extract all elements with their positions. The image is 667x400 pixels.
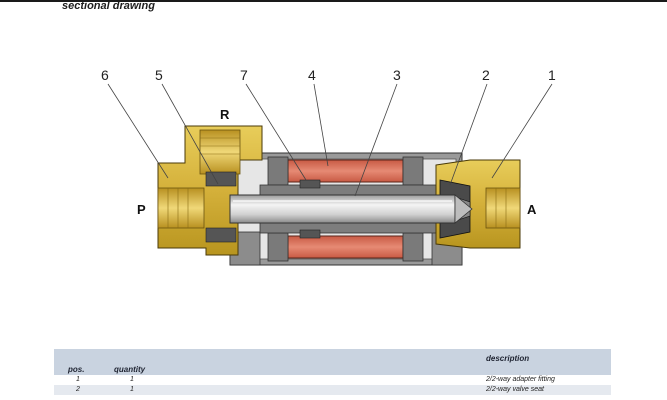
- callout-numbers: 6 5 7 4 3 2 1: [101, 67, 556, 83]
- plunger: [229, 194, 473, 224]
- row-description: 2/2-way adapter fitting: [486, 376, 555, 383]
- header-quantity: quantity: [114, 365, 146, 374]
- callout-2: 2: [482, 67, 490, 83]
- callout-5: 5: [155, 67, 163, 83]
- port-label-a: A: [527, 202, 537, 217]
- parts-table-header: pos. quantity description: [54, 349, 611, 375]
- callout-7: 7: [240, 67, 248, 83]
- port-label-p: P: [137, 202, 146, 217]
- header-pos: pos.: [68, 365, 85, 374]
- header-description: description: [486, 354, 530, 363]
- port-label-r: R: [220, 107, 230, 122]
- row-pos: 2: [76, 386, 80, 393]
- row-quantity: 1: [130, 376, 134, 383]
- table-row: 1 1 2/2-way adapter fitting: [54, 375, 611, 385]
- row-quantity: 1: [130, 386, 134, 393]
- parts-table: pos. quantity description 1 1 2/2-way ad…: [54, 349, 611, 395]
- callout-6: 6: [101, 67, 109, 83]
- callout-1: 1: [548, 67, 556, 83]
- callout-4: 4: [308, 67, 316, 83]
- callout-3: 3: [393, 67, 401, 83]
- section-heading: sectional drawing: [62, 0, 155, 12]
- row-description: 2/2-way valve seat: [486, 386, 544, 393]
- coil: [267, 156, 424, 262]
- top-rule: [0, 0, 667, 2]
- leader-lines: [107, 83, 553, 197]
- table-row: 2 1 2/2-way valve seat: [54, 385, 611, 395]
- row-pos: 1: [76, 376, 80, 383]
- sectional-drawing: 6 5 7 4 3 2 1 R P A: [101, 67, 556, 266]
